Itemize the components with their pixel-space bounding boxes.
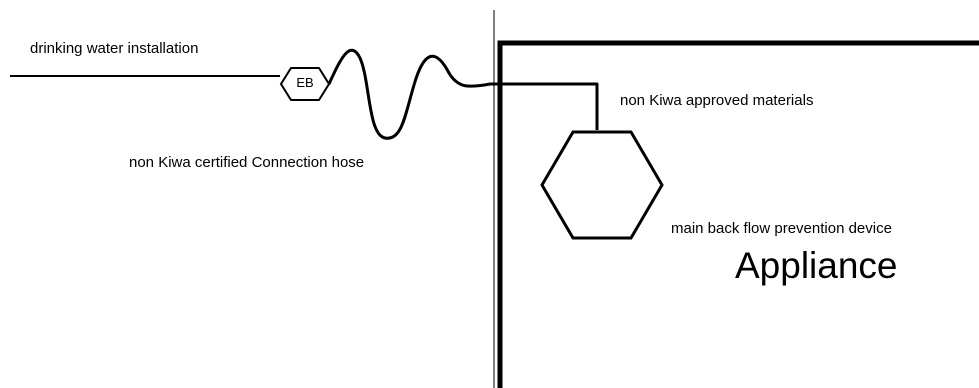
label-backflow-device: main back flow prevention device <box>671 220 892 237</box>
label-appliance: Appliance <box>735 245 898 286</box>
label-connection-hose: non Kiwa certified Connection hose <box>129 154 365 171</box>
label-drinking-water: drinking water installation <box>30 40 199 57</box>
label-materials: non Kiwa approved materials <box>620 92 814 109</box>
backflow-device-icon <box>540 130 664 240</box>
appliance-box <box>497 40 979 388</box>
label-eb: EB <box>296 75 314 90</box>
connection-hose <box>327 48 599 140</box>
